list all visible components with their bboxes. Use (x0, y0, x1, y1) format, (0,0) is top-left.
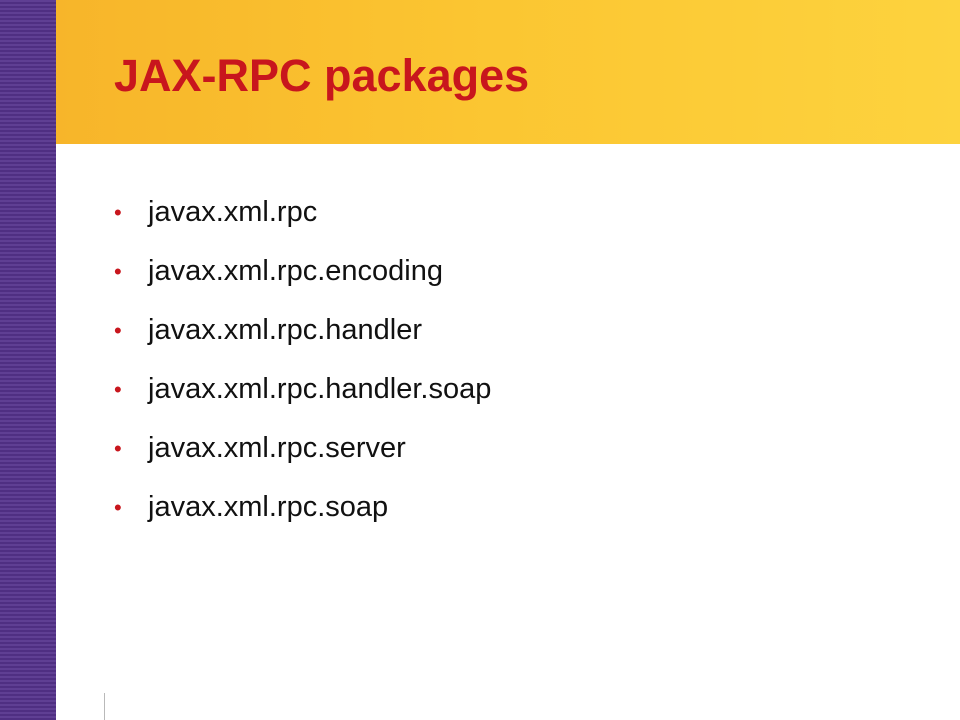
list-item: • javax.xml.rpc.soap (114, 478, 491, 537)
bullet-icon: • (114, 376, 122, 402)
bullet-text: javax.xml.rpc.server (148, 432, 406, 464)
bullet-text: javax.xml.rpc.encoding (148, 255, 443, 287)
footer-divider (104, 693, 105, 720)
bullet-text: javax.xml.rpc.handler.soap (148, 373, 492, 405)
list-item: • javax.xml.rpc.handler.soap (114, 360, 491, 419)
slide-title: JAX-RPC packages (114, 50, 530, 101)
bullet-text: javax.xml.rpc.handler (148, 314, 422, 346)
bullet-icon: • (114, 435, 122, 461)
list-item: • javax.xml.rpc.handler (114, 301, 491, 360)
bullet-list: • javax.xml.rpc • javax.xml.rpc.encoding… (114, 183, 491, 537)
side-stripe-decoration (0, 0, 56, 720)
bullet-text: javax.xml.rpc.soap (148, 491, 389, 523)
bullet-text: javax.xml.rpc (148, 196, 318, 228)
bullet-icon: • (114, 317, 122, 343)
list-item: • javax.xml.rpc (114, 183, 491, 242)
list-item: • javax.xml.rpc.encoding (114, 242, 491, 301)
bullet-icon: • (114, 199, 122, 225)
list-item: • javax.xml.rpc.server (114, 419, 491, 478)
bullet-icon: • (114, 494, 122, 520)
header-band (56, 0, 960, 144)
bullet-icon: • (114, 258, 122, 284)
